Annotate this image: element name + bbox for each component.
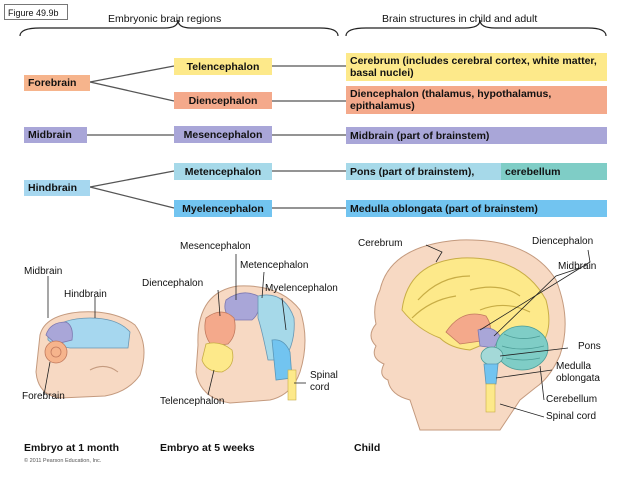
caption-embryo-weeks: Embryo at 5 weeks (160, 442, 255, 454)
mesencephalon-box: Mesencephalon (174, 126, 272, 143)
telencephalon-box: Telencephalon (174, 58, 272, 75)
caption-embryo-month: Embryo at 1 month (24, 442, 120, 454)
child-spinal-cord-label: Spinal cord (546, 411, 597, 422)
caption-child: Child (354, 442, 381, 454)
embryonic-brace (19, 19, 339, 37)
hindbrain-box: Hindbrain (24, 180, 90, 196)
child-medulla-label: Medulla oblongata (556, 361, 600, 384)
child-illustration (370, 239, 591, 431)
forebrain-box: Forebrain (24, 75, 90, 91)
child-pons-label: Pons (578, 341, 601, 352)
midbrain-box: Midbrain (24, 127, 87, 143)
myelencephalon-box: Myelencephalon (174, 200, 272, 217)
metencephalon-box: Metencephalon (174, 163, 272, 180)
weeks-diencephalon-label: Diencephalon (142, 278, 204, 289)
connector-lines (87, 65, 346, 209)
child-cerebrum-label: Cerebrum (358, 238, 403, 249)
month-forebrain-label: Forebrain (22, 391, 65, 402)
month-midbrain-label: Midbrain (24, 266, 63, 277)
pons-box: Pons (part of brainstem), (346, 163, 501, 180)
cerebrum-box: Cerebrum (includes cerebral cortex, whit… (346, 53, 607, 81)
embryonic-regions-header: Embryonic brain regions (108, 13, 222, 25)
weeks-spinal-cord-label: Spinal cord (310, 370, 338, 393)
child-midbrain-label: Midbrain (558, 261, 597, 272)
child-diencephalon-label: Diencephalon (532, 236, 594, 247)
cerebellum-box: cerebellum (501, 163, 607, 180)
adult-midbrain-box: Midbrain (part of brainstem) (346, 127, 607, 144)
adult-structures-header: Brain structures in child and adult (382, 13, 538, 25)
weeks-mesencephalon-label: Mesencephalon (180, 241, 251, 252)
figure-label: Figure 49.9b (4, 4, 68, 20)
embryo-month-illustration (35, 276, 145, 399)
embryo-weeks-illustration (195, 254, 306, 404)
child-cerebellum-label: Cerebellum (546, 394, 598, 405)
weeks-metencephalon-label: Metencephalon (240, 260, 309, 271)
adult-brace (345, 19, 607, 37)
weeks-myelencephalon-label: Myelencephalon (265, 283, 338, 294)
month-hindbrain-label: Hindbrain (64, 289, 107, 300)
weeks-telencephalon-label: Telencephalon (160, 396, 225, 407)
adult-diencephalon-box: Diencephalon (thalamus, hypothalamus, ep… (346, 86, 607, 114)
medulla-box: Medulla oblongata (part of brainstem) (346, 200, 607, 217)
copyright-notice: © 2011 Pearson Education, Inc. (24, 458, 102, 464)
diencephalon-box: Diencephalon (174, 92, 272, 109)
